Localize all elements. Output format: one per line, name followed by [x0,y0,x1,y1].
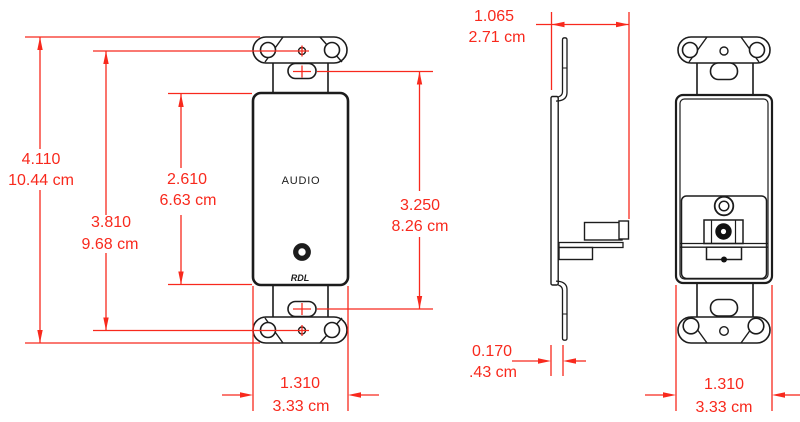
dim-offset-in: 0.170 [472,343,512,360]
side-bottom-strap-bend-inner [558,284,564,291]
arrow [37,330,43,343]
rear-screw-outer [713,195,735,217]
dim-body-height-cm: 6.63 cm [160,192,217,209]
arrow [416,296,423,309]
dim-rear-width-in: 1.310 [704,376,744,393]
arrow [37,37,43,50]
arrow [103,51,109,64]
side-view [550,37,630,341]
crosshair-top-hole [295,45,309,57]
rear-connector-dot [721,256,727,263]
rear-top-ear-hole-right [748,41,766,59]
arrow [538,358,551,364]
rear-top-mounting-slot [709,62,739,81]
side-top-strap-bend-outer [555,92,568,102]
rear-bottom-neck [696,283,754,317]
arrow [663,392,676,398]
dimension-labels: 4.110 10.44 cm 3.810 9.68 cm 2.610 6.63 … [8,8,752,416]
dim-rear-width-cm: 3.33 cm [696,399,753,416]
side-bottom-strap-bend-outer [555,280,568,290]
dim-depth-in: 1.065 [474,8,514,25]
dim-offset-cm: .43 cm [469,364,517,381]
side-top-strap-bend-inner [558,91,564,98]
arrow [240,392,253,398]
front-view: AUDIO RDL [251,36,350,344]
rear-top-ear-hole-left [681,41,699,59]
arrow [416,71,423,85]
arrow [772,392,785,398]
dimension-lines [25,12,800,411]
ext-offset [550,345,564,376]
rear-top-small-hole [719,46,729,56]
dim-depth-cm: 2.71 cm [469,29,526,46]
rear-bottom-mounting-slot [709,298,739,317]
rear-bottom-ear-hole-right [747,317,765,335]
rear-bottom-small-hole [719,326,730,337]
crosshair-top-slot [293,65,311,78]
side-terminal-end [618,220,630,240]
side-bottom-strap [561,289,568,341]
front-bottom-ear-hole-right [323,321,341,339]
side-plate-profile [550,95,559,286]
arrow [551,21,565,28]
side-connector-base [558,246,594,261]
ext-front-width [252,286,349,411]
rear-top-neck [696,63,754,95]
arrow [616,21,629,28]
arrow [178,271,184,285]
dim-screw-spacing-cm: 9.68 cm [82,236,139,253]
audio-label: AUDIO [282,175,321,187]
dim-screw-spacing-in: 3.810 [91,214,131,231]
crosshair-bottom-slot [293,303,311,315]
front-bottom-neck [272,285,329,317]
dim-front-width-in: 1.310 [280,375,320,392]
dim-overall-height-in: 4.110 [22,151,61,168]
rear-body-outer [674,93,774,285]
rear-grommet-hole [720,228,727,235]
arrow [348,392,361,398]
side-pcb-bar [558,241,624,249]
arrow [563,358,576,364]
arrow [178,94,184,107]
dim-overall-height-cm: 10.44 cm [8,172,74,189]
front-jack-hole [293,243,311,261]
front-top-ear-hole-left [259,41,277,59]
arrow [103,317,109,331]
front-top-ear-hole-right [323,41,341,59]
rear-terminal-dividers [710,220,737,244]
dim-front-width-cm: 3.33 cm [273,398,330,415]
dim-slot-spacing-in: 3.250 [400,197,440,214]
rear-view [674,36,774,344]
front-top-neck [272,63,329,93]
rear-screw-inner [718,200,730,212]
side-top-strap [561,37,568,93]
ext-rear-width [675,285,773,411]
crosshair-bottom-hole [295,325,309,336]
brand-label: RDL [291,273,310,283]
side-terminal-block [583,221,623,241]
front-plate-body [251,91,350,287]
dim-body-height-in: 2.610 [167,171,207,188]
dim-slot-spacing-cm: 8.26 cm [392,218,449,235]
rear-bottom-ear-hole-left [682,317,700,335]
